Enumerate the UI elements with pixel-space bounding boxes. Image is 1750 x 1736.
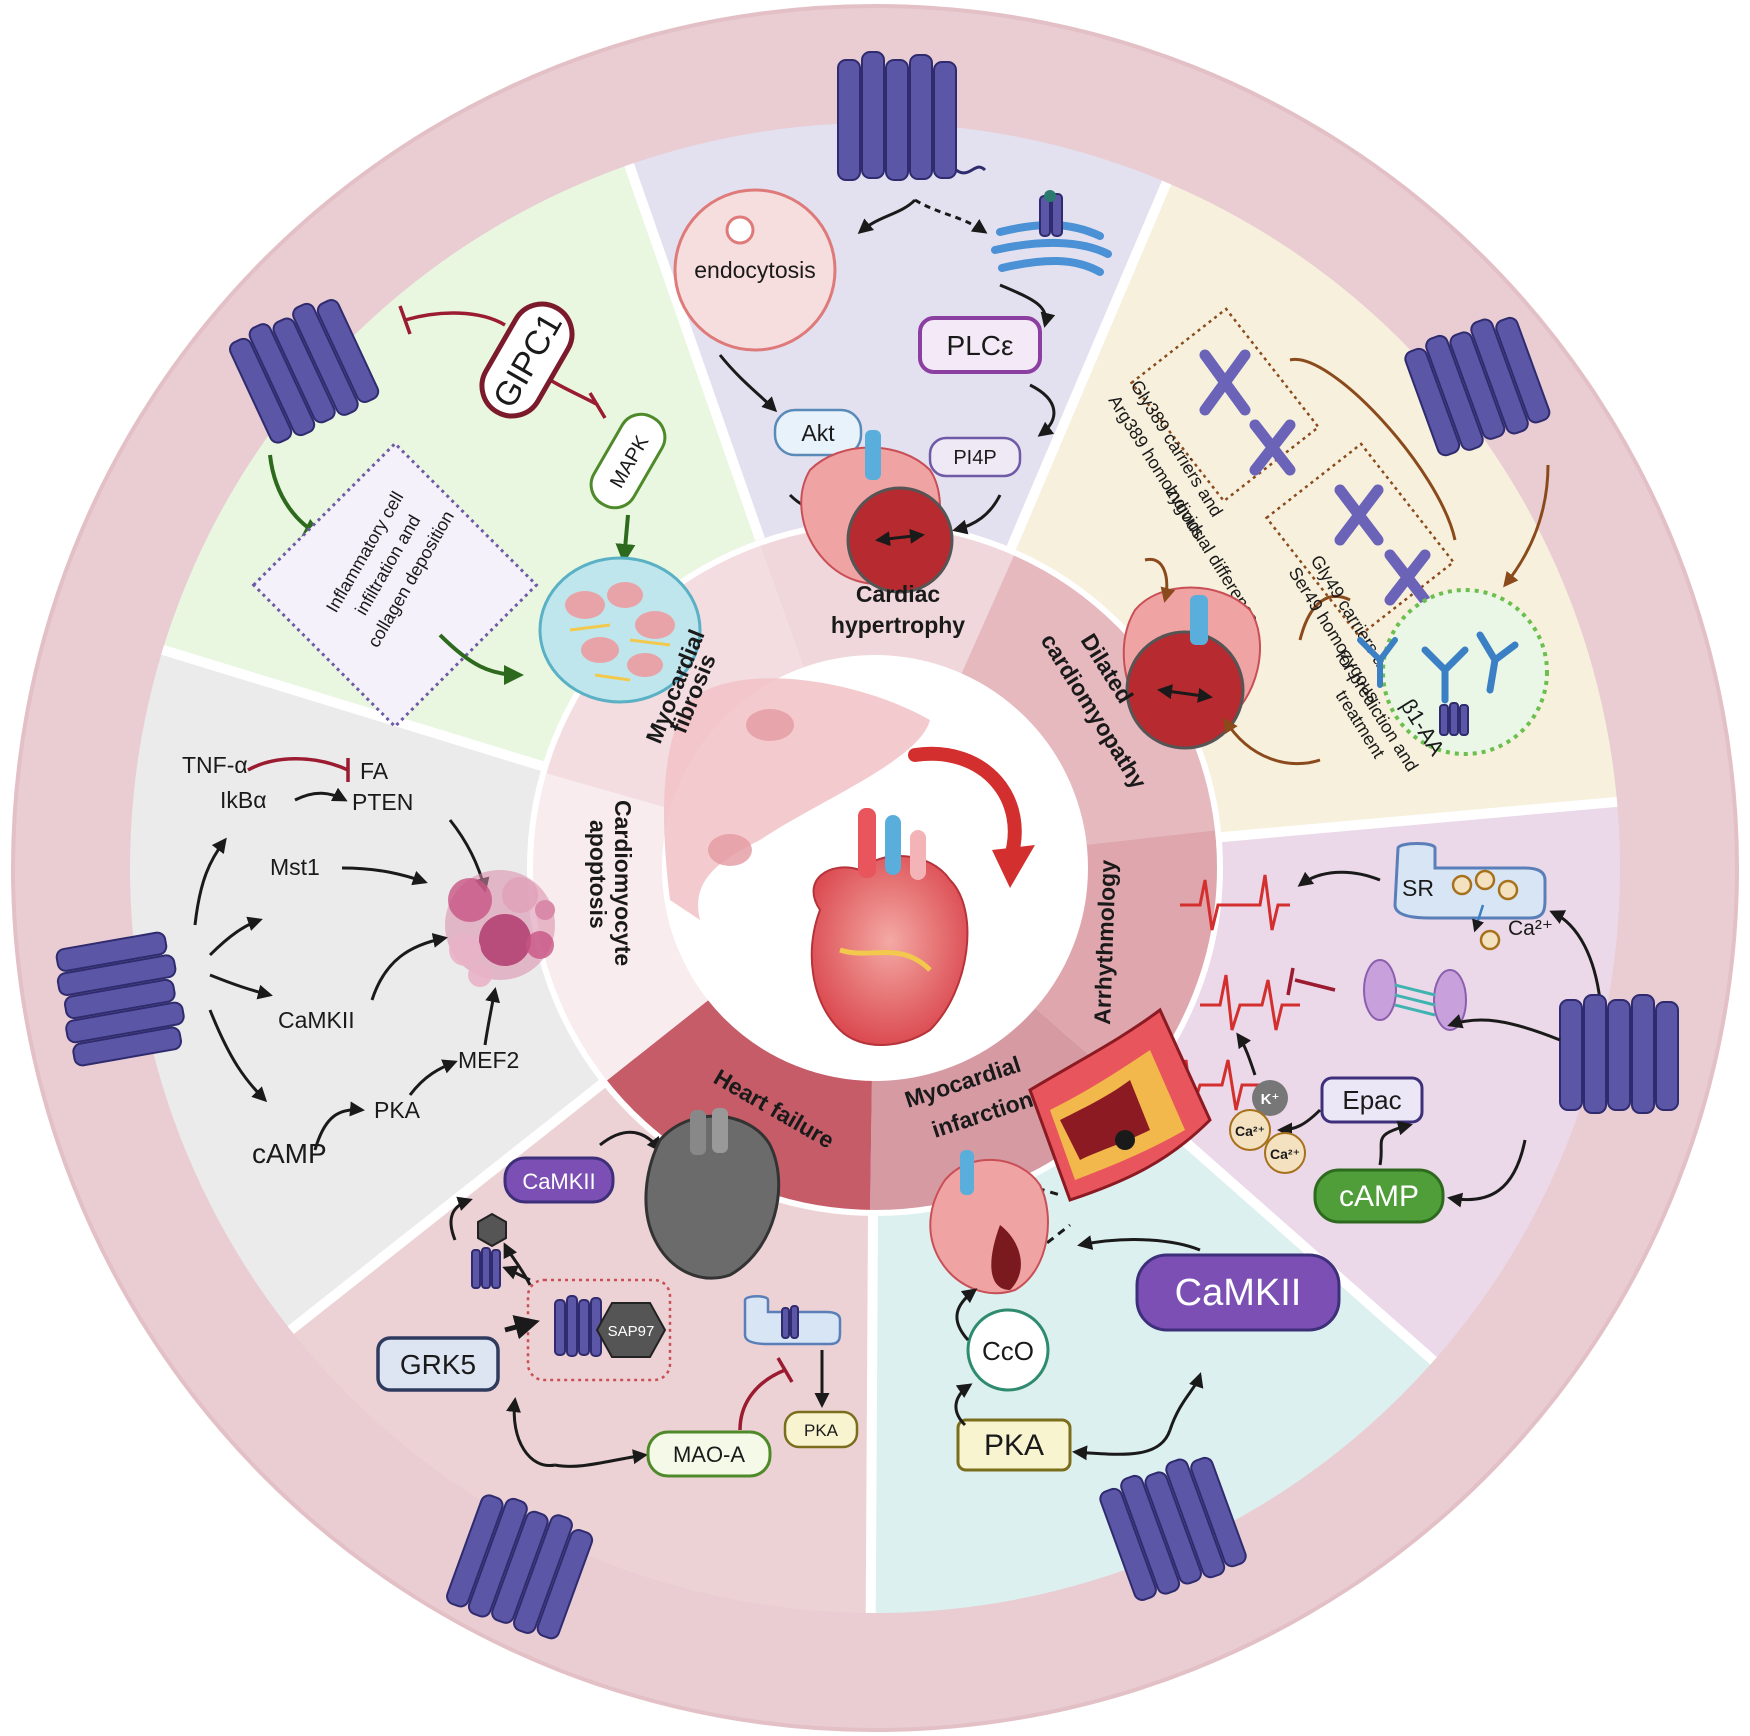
receptor-icon bbox=[1559, 994, 1679, 1114]
mef2-label: MEF2 bbox=[458, 1047, 519, 1073]
artery-icon bbox=[1028, 1007, 1212, 1202]
ca2-label: Ca²⁺ bbox=[1270, 1146, 1300, 1162]
camp-node: cAMP bbox=[1313, 1168, 1445, 1224]
infarcted-heart-icon bbox=[929, 1150, 1049, 1295]
pka-node: PKA bbox=[783, 1410, 859, 1449]
apoptotic-cell-cluster bbox=[445, 870, 555, 987]
cco-node: CcO bbox=[966, 1308, 1050, 1392]
pka-label: PKA bbox=[804, 1421, 839, 1440]
k-label: K⁺ bbox=[1261, 1091, 1280, 1108]
golgi-icon bbox=[991, 190, 1112, 276]
center-cell-tissue bbox=[664, 678, 1035, 920]
fa-label: FA bbox=[360, 758, 389, 784]
fibrotic-tissue-icon bbox=[538, 556, 702, 704]
arrhythmology-title: Arrhythmology bbox=[1089, 859, 1121, 1025]
akt-label: Akt bbox=[801, 420, 835, 446]
gly49-box bbox=[1264, 442, 1456, 638]
pten-label: PTEN bbox=[352, 789, 413, 815]
pi4p-node: PI4P bbox=[928, 436, 1022, 478]
tnf-label: TNF-α bbox=[182, 752, 248, 778]
sr-small-icon bbox=[743, 1295, 842, 1346]
sector-apoptosis: TNF-α FA IkBα PTEN Mst1 CaMKII MEF2 PKA … bbox=[55, 752, 555, 1169]
ion-channel-icon bbox=[1363, 959, 1467, 1031]
endocytosis-label: endocytosis bbox=[694, 257, 815, 283]
apoptosis-title-line1: Cardiomyocyte bbox=[610, 800, 636, 966]
receptor-icon bbox=[229, 299, 380, 444]
gly389-box bbox=[1129, 307, 1321, 503]
sr-label: SR bbox=[1402, 875, 1434, 901]
ca-top-label: Ca²⁺ bbox=[1508, 917, 1553, 940]
pka-label: PKA bbox=[984, 1429, 1044, 1462]
plce-node: PLCε bbox=[918, 316, 1042, 374]
sector-hf: CaMKII SAP97 GRK5 bbox=[376, 1108, 859, 1640]
pi4p-label: PI4P bbox=[953, 447, 996, 469]
receptor-icon bbox=[446, 1494, 594, 1640]
grk5-node: GRK5 bbox=[376, 1336, 500, 1392]
pka-node: PKA bbox=[956, 1418, 1072, 1472]
sap97-node: SAP97 bbox=[595, 1302, 667, 1358]
camp-label: cAMP bbox=[252, 1138, 327, 1169]
receptor-icon bbox=[837, 51, 987, 181]
camp-label: cAMP bbox=[1339, 1180, 1419, 1213]
receptor-small-icon bbox=[471, 1247, 501, 1289]
cco-label: CcO bbox=[982, 1336, 1034, 1366]
camkii-label: CaMKII bbox=[278, 1007, 355, 1033]
epac-node: Epac bbox=[1320, 1076, 1424, 1124]
failing-heart-icon bbox=[644, 1108, 781, 1280]
endocytosis-vesicle: endocytosis bbox=[673, 188, 837, 352]
receptor-icon bbox=[55, 931, 185, 1067]
receptor-icon bbox=[554, 1295, 602, 1357]
maoa-label: MAO-A bbox=[673, 1442, 745, 1467]
akt-node: Akt bbox=[773, 408, 863, 457]
camkii-label: CaMKII bbox=[522, 1169, 595, 1194]
apoptosis-title-line2: apoptosis bbox=[585, 820, 611, 929]
sr-organelle: SR bbox=[1393, 842, 1547, 951]
pka-label: PKA bbox=[374, 1097, 421, 1123]
grk5-label: GRK5 bbox=[400, 1349, 476, 1380]
hypertrophy-title-line1: Cardiac bbox=[856, 581, 941, 607]
hypertrophy-title-line2: hypertrophy bbox=[831, 612, 965, 638]
hypertrophic-heart-icon bbox=[800, 430, 954, 594]
ca1-label: Ca²⁺ bbox=[1235, 1123, 1265, 1139]
center-heart-icon bbox=[810, 808, 969, 1046]
camkii-node: CaMKII bbox=[1135, 1253, 1341, 1332]
sap97-label: SAP97 bbox=[608, 1323, 655, 1340]
ion-balls: K⁺ Ca²⁺ Ca²⁺ bbox=[1229, 1080, 1306, 1174]
ikba-label: IkBα bbox=[220, 787, 267, 813]
plce-label: PLCε bbox=[947, 330, 1014, 361]
mst1-label: Mst1 bbox=[270, 854, 320, 880]
sector-arrhythmology: SR Ca²⁺ Epac bbox=[1160, 842, 1679, 1224]
hexagon-icon bbox=[477, 1212, 507, 1248]
sector-mi: CaMKII CcO PKA bbox=[929, 1007, 1341, 1601]
dilated-heart-icon bbox=[1122, 586, 1261, 750]
sector-hypertrophy: endocytosis PLCε Akt PI4P bbox=[673, 51, 1112, 594]
receptor-icon bbox=[1099, 1456, 1247, 1601]
gipc1-node: GIPC1 bbox=[479, 301, 575, 419]
maoa-node: MAO-A bbox=[646, 1430, 772, 1478]
camkii-label: CaMKII bbox=[1175, 1272, 1302, 1314]
epac-label: Epac bbox=[1342, 1085, 1401, 1115]
camkii-node: CaMKII bbox=[503, 1156, 615, 1204]
receptor-complex-box bbox=[526, 1278, 672, 1382]
receptor-icon bbox=[1404, 316, 1551, 457]
chromosome-icons bbox=[1199, 349, 1431, 606]
